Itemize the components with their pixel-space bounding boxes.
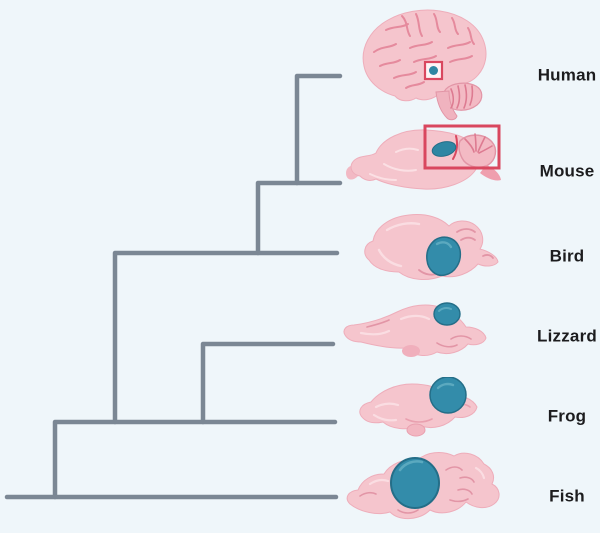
mouse-highlight-box — [423, 124, 501, 170]
human-highlight-region — [429, 66, 438, 75]
bird-brain-icon — [364, 214, 499, 280]
fish-highlight-region — [390, 457, 440, 509]
branch-bird — [112, 250, 340, 425]
species-label-lizzard: Lizzard — [537, 326, 597, 346]
branch-lizzard — [200, 341, 336, 425]
human-brain-icon — [362, 9, 487, 121]
species-label-fish: Fish — [549, 486, 585, 506]
species-label-mouse: Mouse — [539, 161, 595, 181]
branch-mouse — [255, 180, 343, 256]
branch-frog — [52, 419, 338, 500]
lizzard-brain-icon — [343, 302, 487, 357]
mouse-highlight-region — [431, 141, 457, 157]
fish-brain-icon — [346, 452, 500, 519]
species-label-bird: Bird — [549, 246, 585, 266]
species-label-frog: Frog — [547, 406, 587, 426]
frog-highlight-region — [429, 377, 467, 414]
lizzard-highlight-region — [433, 302, 461, 326]
frog-brain-icon — [359, 377, 478, 437]
mouse-brain-icon — [346, 124, 501, 190]
branch-human — [294, 73, 343, 186]
species-label-human: Human — [537, 65, 597, 85]
